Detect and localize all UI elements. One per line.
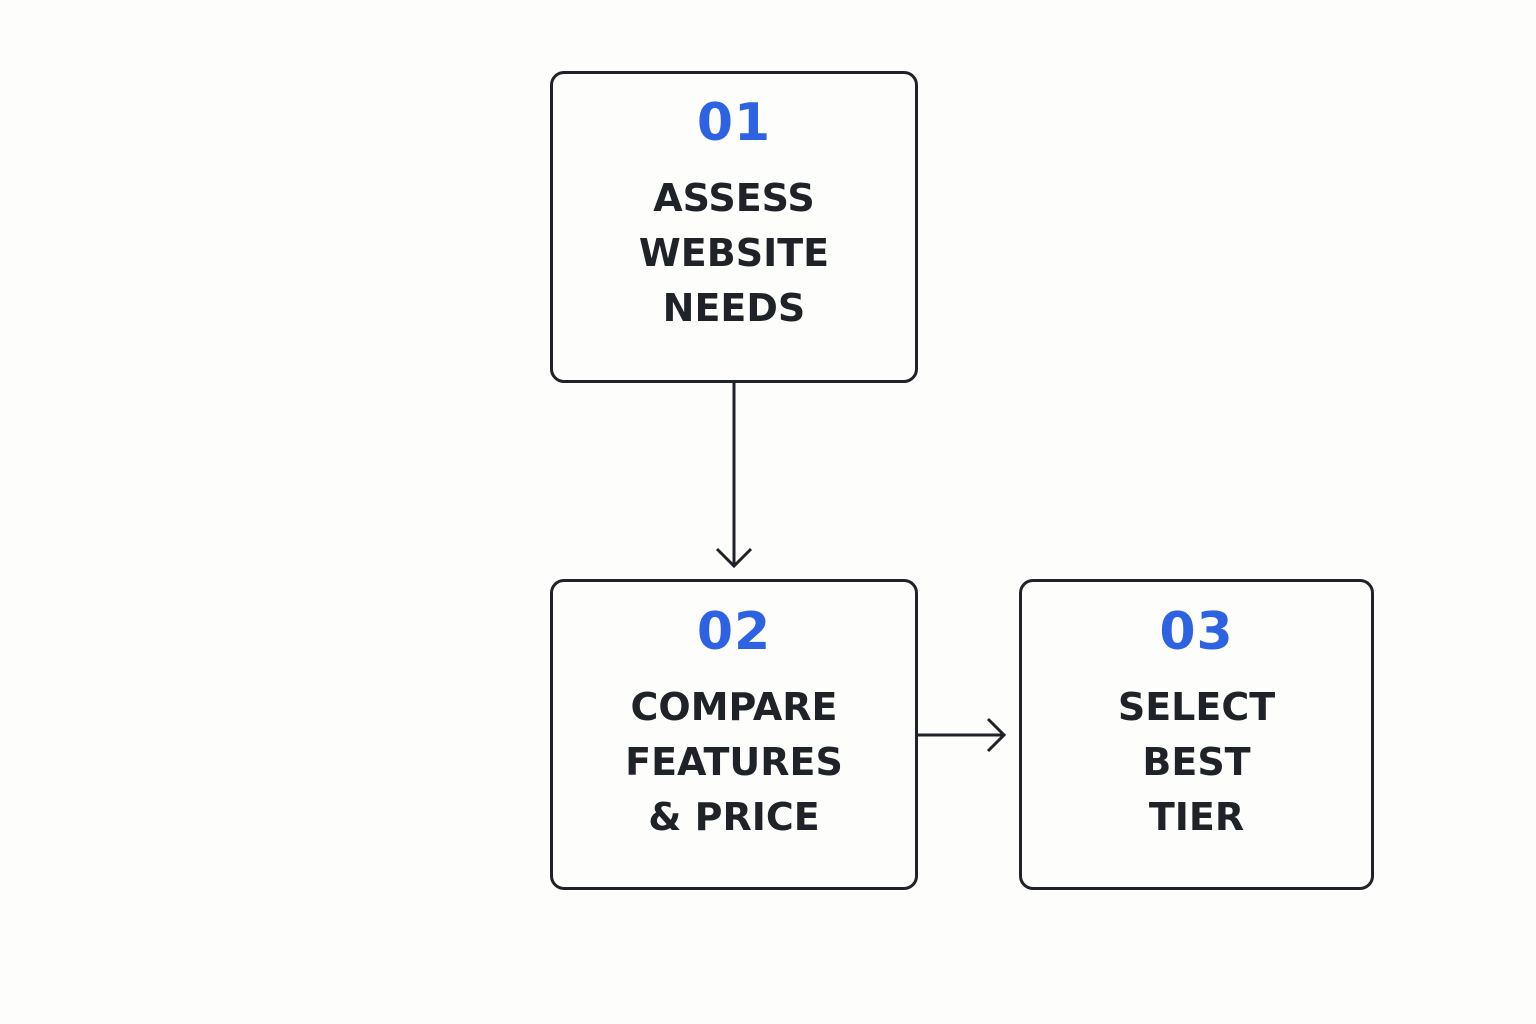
step-label: SELECT BEST TIER	[1117, 685, 1276, 839]
step-box-select-best-tier: 03 SELECT BEST TIER	[1019, 579, 1374, 890]
step-box-assess-website-needs: 01 ASSESS WEBSITE NEEDS	[550, 71, 918, 383]
step-box-compare-features-price: 02 COMPARE FEATURES & PRICE	[550, 579, 918, 890]
step-number: 02	[696, 602, 772, 662]
step-label: ASSESS WEBSITE NEEDS	[638, 175, 830, 330]
arrow-down-icon	[715, 383, 753, 569]
step-label: COMPARE FEATURES & PRICE	[625, 685, 843, 839]
arrowhead-down	[715, 547, 753, 569]
step-number: 01	[696, 92, 772, 153]
step-number: 03	[1159, 602, 1234, 662]
arrow-right-icon	[918, 717, 1007, 753]
arrowhead-right	[986, 717, 1007, 753]
